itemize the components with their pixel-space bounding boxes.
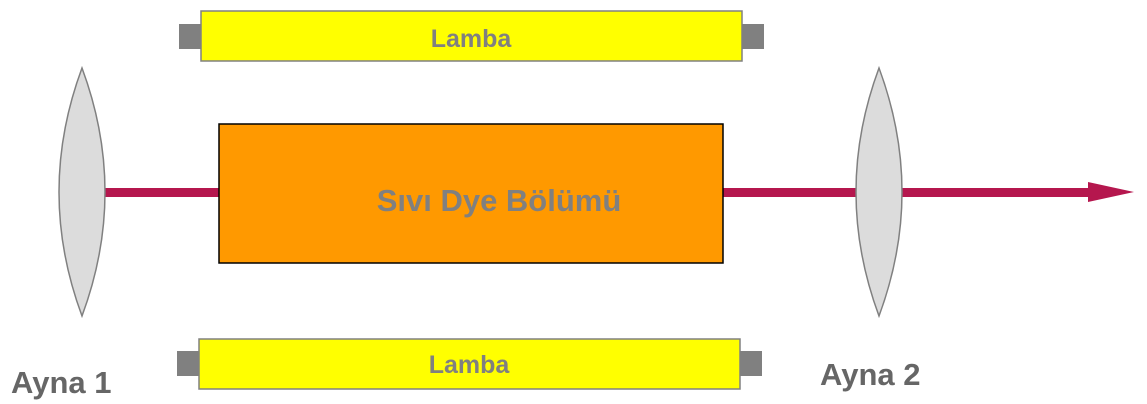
dye-cell: Sıvı Dye Bölümü bbox=[218, 123, 724, 264]
lamp-top-tube bbox=[200, 10, 743, 62]
mirror-1-lens bbox=[58, 65, 106, 319]
laser-beam bbox=[104, 182, 1134, 202]
beam-segment-right bbox=[900, 188, 1090, 197]
lamp-top-cap-left bbox=[179, 24, 201, 49]
mirror-1-label: Ayna 1 bbox=[11, 365, 112, 400]
dye-cell-label: Sıvı Dye Bölümü bbox=[377, 183, 622, 218]
beam-segment-left bbox=[104, 188, 220, 197]
dye-cell-box bbox=[218, 123, 724, 264]
lamp-top-cap-right bbox=[742, 24, 764, 49]
lamp-bottom: Lamba bbox=[177, 338, 762, 390]
beam-arrowhead bbox=[1088, 182, 1134, 202]
mirror-1: Ayna 1 bbox=[11, 65, 112, 400]
lamp-bottom-cap-left bbox=[177, 351, 199, 376]
mirror-2-lens bbox=[855, 65, 903, 319]
lamp-top: Lamba bbox=[179, 10, 764, 62]
lamp-bottom-tube bbox=[198, 338, 741, 390]
lamp-top-label: Lamba bbox=[431, 25, 513, 53]
mirror-2: Ayna 2 bbox=[820, 65, 921, 392]
mirror-2-label: Ayna 2 bbox=[820, 357, 921, 392]
lamp-bottom-label: Lamba bbox=[429, 351, 511, 379]
beam-segment-middle bbox=[722, 188, 858, 197]
lamp-bottom-cap-right bbox=[740, 351, 762, 376]
